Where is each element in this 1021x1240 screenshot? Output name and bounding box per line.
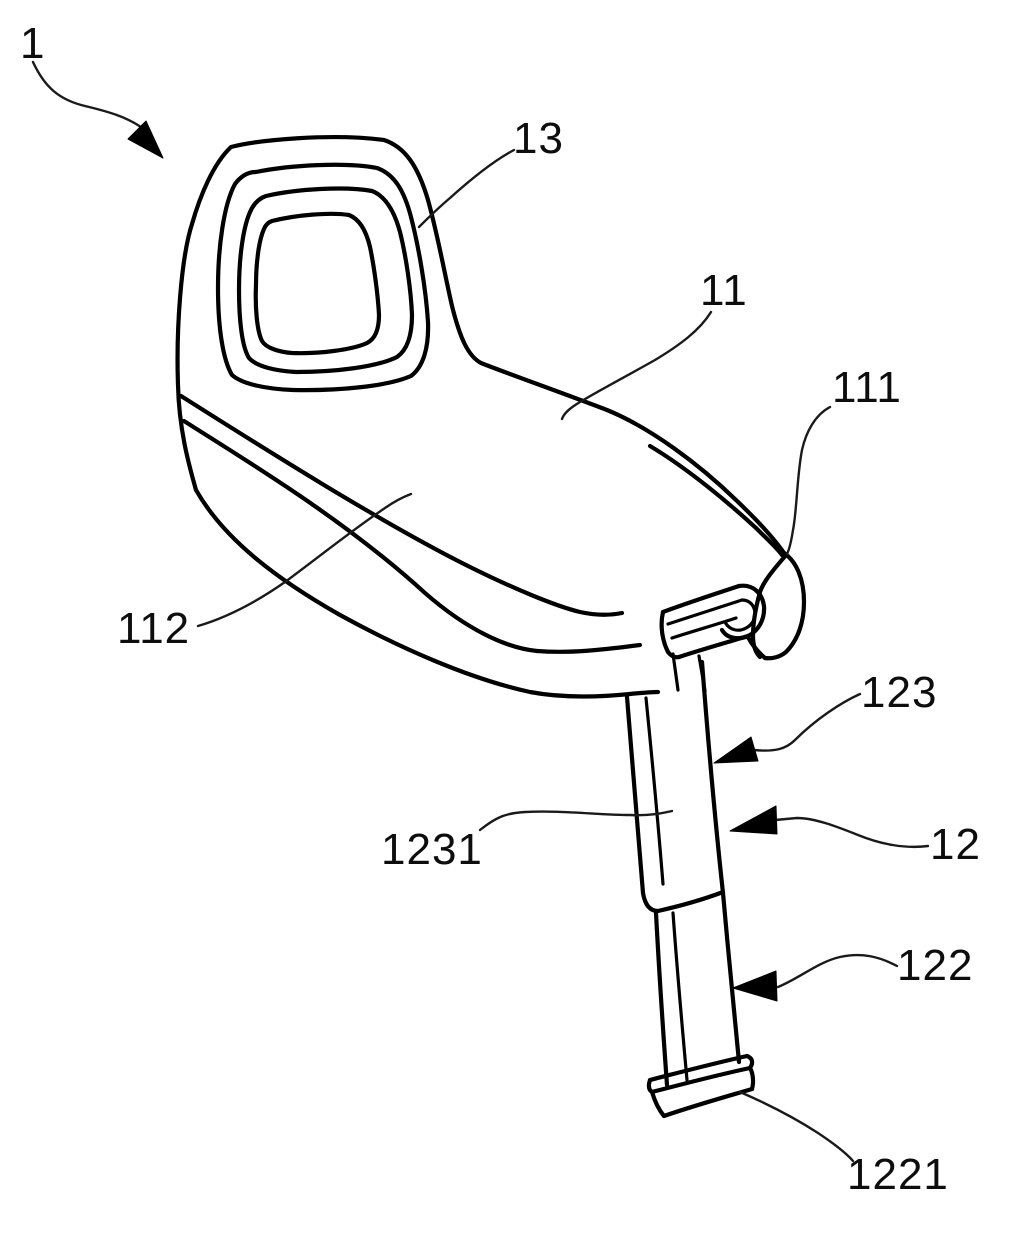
pivot-tube-left-end (659, 609, 682, 660)
leader-line-112 (196, 492, 413, 628)
seat-rim-upper-line (178, 393, 625, 617)
seat-rim-lower-line (181, 418, 643, 654)
leader-line-123 (752, 692, 862, 752)
ref-label-112: 112 (117, 604, 190, 653)
foot-plate-mid-edge (649, 1065, 753, 1095)
ref-label-1231: 1231 (381, 825, 483, 874)
foot-plate-bottom-edge (661, 1086, 755, 1119)
arrowhead-123 (713, 736, 759, 764)
ref-label-123: 123 (861, 668, 937, 717)
arrowhead-12 (729, 805, 778, 835)
upper-leg-left-edge (624, 694, 646, 896)
ref-label-11: 11 (700, 266, 748, 315)
leader-line-122 (776, 953, 899, 989)
arrowhead-122 (732, 970, 778, 1002)
foot-plate-right-end (744, 1053, 756, 1092)
ref-label-1221: 1221 (847, 1150, 949, 1199)
leader-line-12 (773, 816, 930, 849)
pivot-tube-rolled-end (723, 598, 757, 632)
ref-label-122: 122 (897, 941, 973, 990)
backrest-pad-window (253, 211, 382, 356)
pivot-tube-inner-line-2 (670, 616, 738, 640)
leader-lines (31, 60, 930, 1163)
pivot-tube-inner-line-1 (666, 598, 744, 626)
corner-wedge-outer (762, 550, 807, 661)
backrest-second-contour (215, 162, 431, 393)
ref-label-111: 111 (832, 363, 902, 412)
arrowhead-1 (127, 120, 164, 159)
seat-inner-rim-right (647, 443, 785, 558)
leg-right-edge (699, 659, 742, 1065)
ref-label-12: 12 (930, 820, 981, 869)
corner-wedge-to-tube (745, 634, 768, 661)
backrest-third-contour (236, 186, 415, 375)
upper-leg-bottom-edge (640, 889, 726, 914)
seat-drawing (175, 135, 807, 1119)
leg-bracket-line-1 (671, 652, 680, 692)
pivot-tube-top (660, 583, 742, 615)
pivot-tube-bottom (676, 633, 751, 660)
leader-line-111 (785, 405, 832, 556)
leader-line-11 (560, 310, 713, 421)
corner-wedge-inner (750, 552, 789, 660)
upper-leg-inner-line (644, 696, 665, 886)
pivot-tube-end (719, 583, 767, 641)
leader-line-1231 (478, 809, 674, 832)
seat-shell-bottom-edge (193, 487, 661, 699)
ref-label-13: 13 (513, 114, 564, 163)
backrest-outer-and-far-edge (175, 135, 787, 556)
lower-leg-left-edge (653, 910, 670, 1088)
reference-numerals: 1 13 11 111 112 123 1231 12 122 1221 (20, 19, 981, 1199)
leader-line-13 (417, 148, 516, 229)
lower-leg-inner-line (671, 911, 689, 1082)
foot-plate-top-edge (647, 1053, 750, 1083)
foot-plate-left-end (646, 1077, 667, 1119)
leader-line-1 (31, 60, 143, 129)
ref-label-1: 1 (20, 19, 45, 68)
leader-line-1221 (738, 1090, 855, 1163)
